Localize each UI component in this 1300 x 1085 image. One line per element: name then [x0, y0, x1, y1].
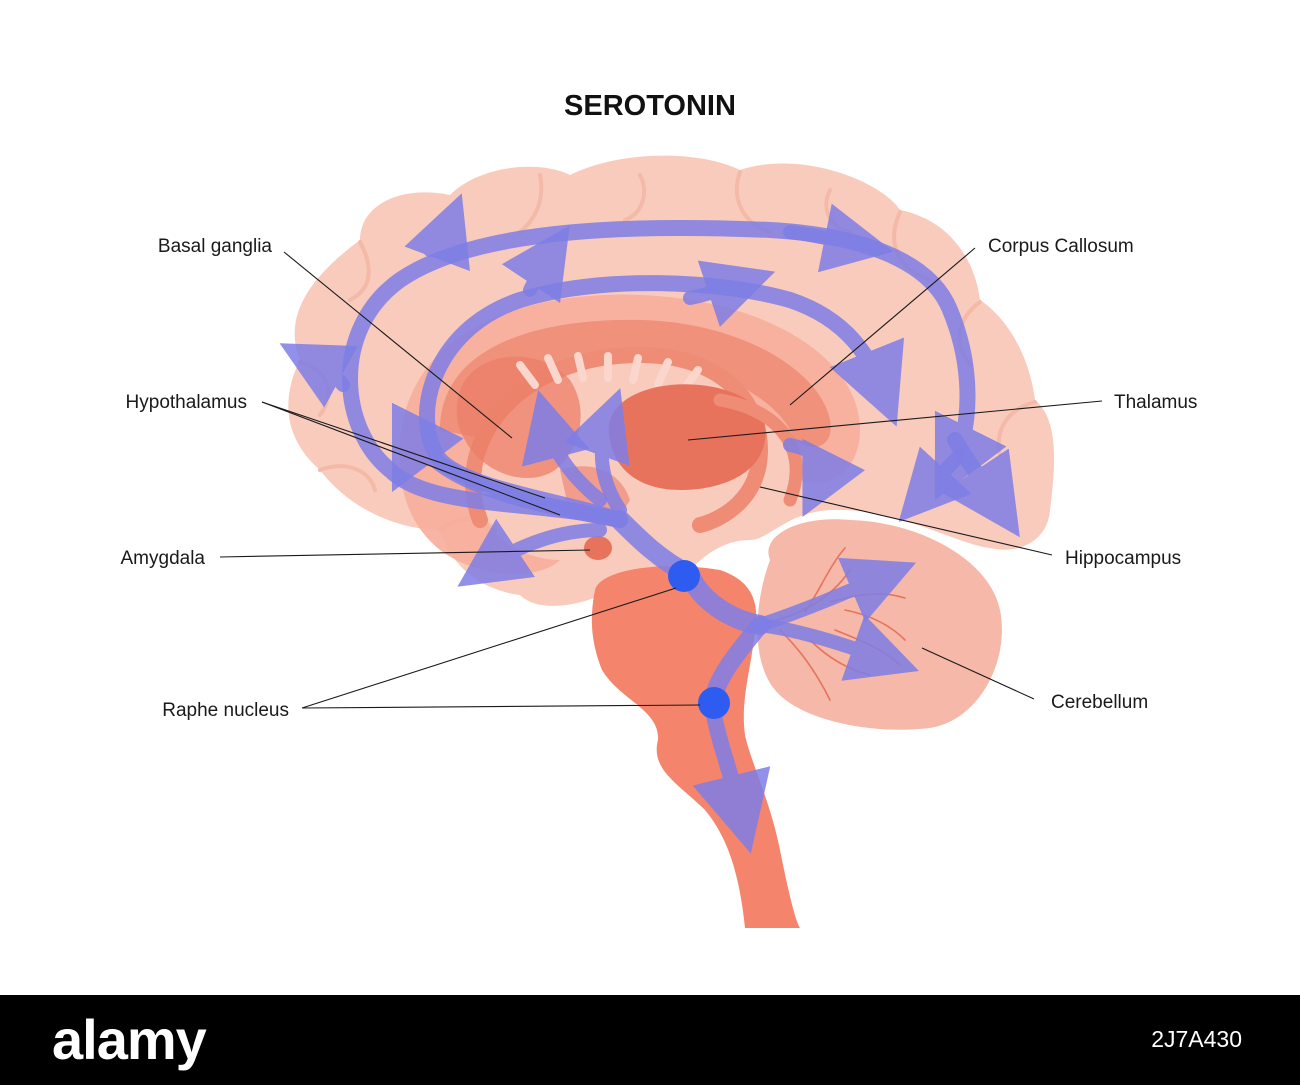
thalamus: [608, 384, 766, 490]
serotonin-pathways: [279, 193, 1020, 854]
label-corpus-callosum: Corpus Callosum: [988, 236, 1134, 257]
footer-bar: alamy 2J7A430: [0, 995, 1300, 1085]
label-raphe-nucleus: Raphe nucleus: [162, 700, 289, 721]
label-hippocampus: Hippocampus: [1065, 548, 1181, 569]
corpus-callosum: [440, 319, 831, 448]
raphe-nucleus-upper: [668, 560, 700, 592]
label-cerebellum: Cerebellum: [1051, 692, 1148, 713]
footer-image-id: 2J7A430: [1151, 1026, 1242, 1052]
serotonin-diagram: SEROTONIN: [121, 90, 1197, 928]
label-hypothalamus: Hypothalamus: [126, 392, 247, 413]
footer-logo: alamy: [52, 1008, 207, 1071]
raphe-nucleus-lower: [698, 687, 730, 719]
label-basal-ganglia: Basal ganglia: [158, 236, 273, 257]
leader-lines: [219, 247, 1103, 709]
diagram-title: SEROTONIN: [564, 90, 736, 122]
amygdala: [584, 536, 612, 560]
hippocampus: [713, 393, 803, 507]
label-amygdala: Amygdala: [121, 548, 206, 569]
label-thalamus: Thalamus: [1114, 392, 1197, 413]
